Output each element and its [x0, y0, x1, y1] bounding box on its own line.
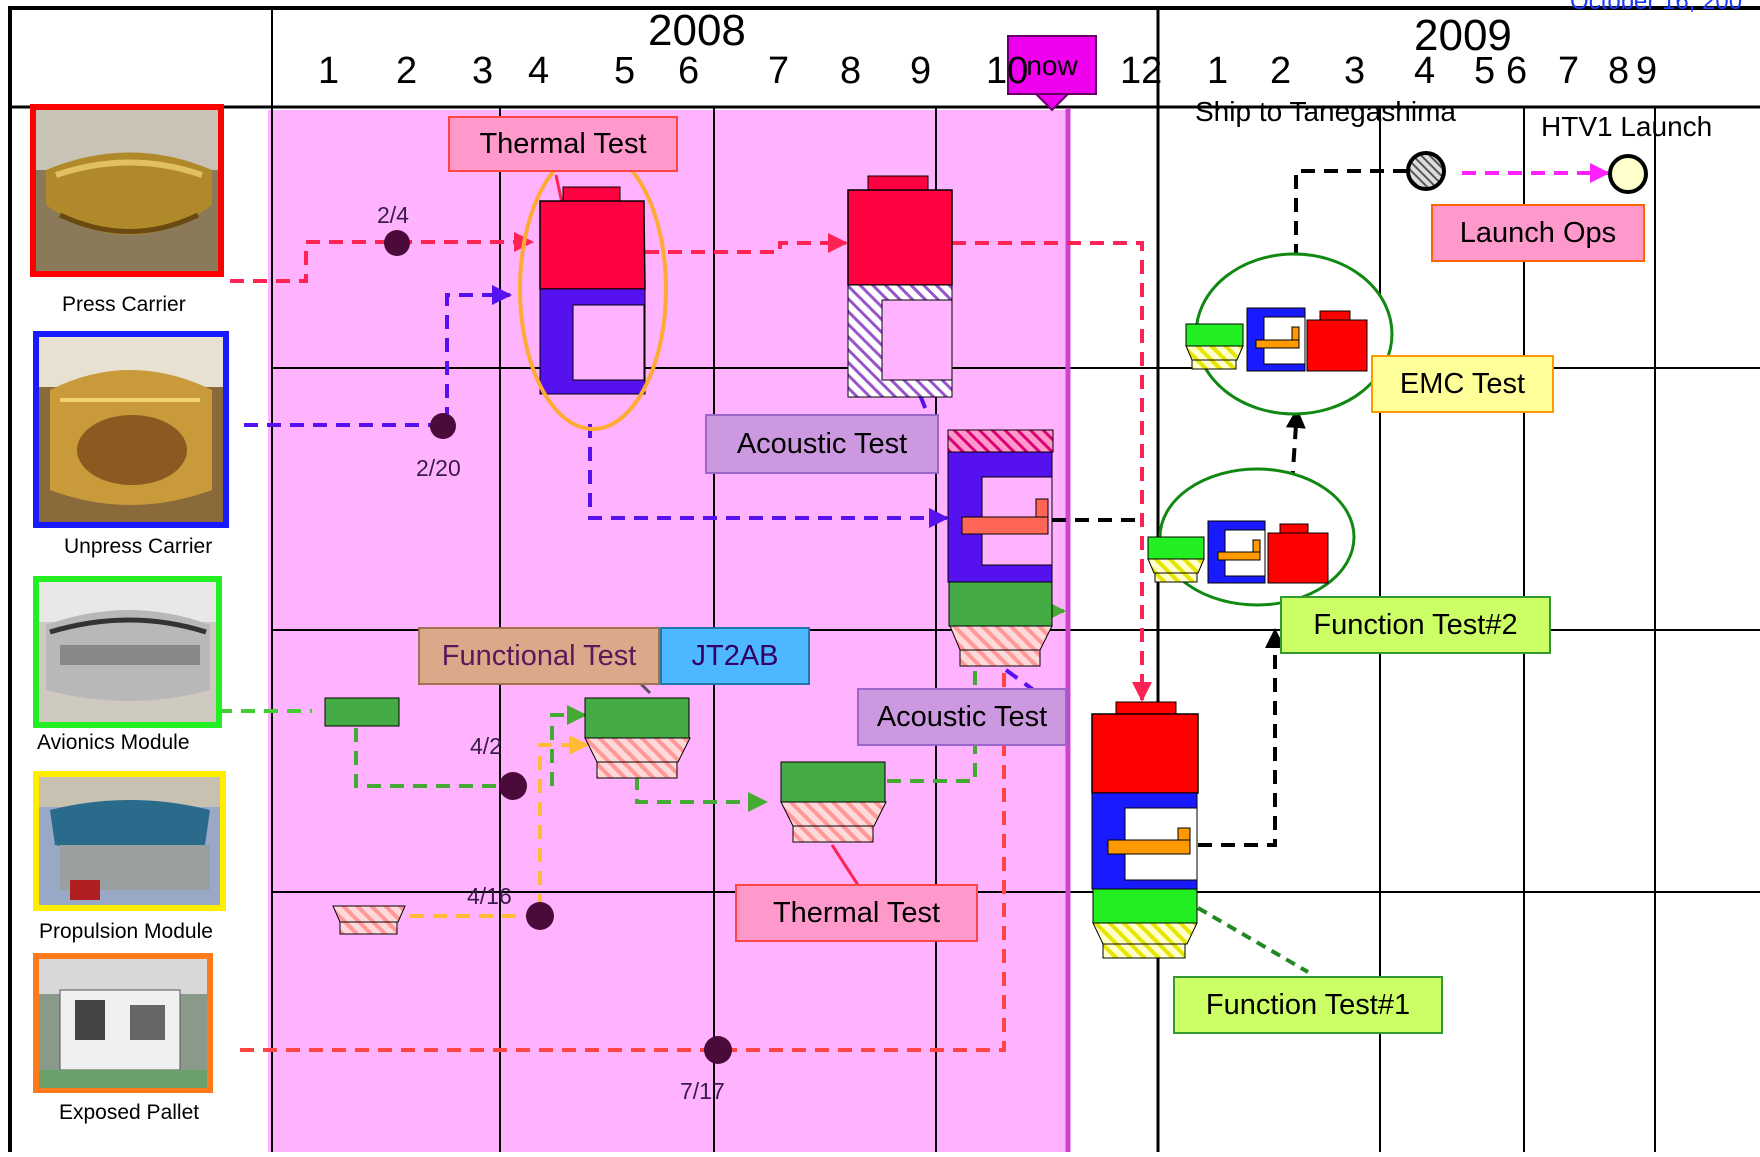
- component-label-avionics: Avionics Module: [37, 731, 190, 755]
- emc-test-box: EMC Test: [1371, 355, 1554, 413]
- month-2008-10: 10: [986, 50, 1028, 93]
- press-carrier-photo: [33, 107, 221, 274]
- month-2008-3: 3: [472, 50, 493, 93]
- launch-ops-box: Launch Ops: [1431, 204, 1645, 262]
- month-2008-1: 1: [318, 50, 339, 93]
- month-2008-8: 8: [840, 50, 861, 93]
- avionics-propulsion-may: [585, 698, 690, 778]
- month-2009-6: 6: [1506, 50, 1527, 93]
- month-2008-6: 6: [678, 50, 699, 93]
- avionics-propulsion-aug: [781, 762, 886, 842]
- function-test-1-box: Function Test#1: [1173, 976, 1443, 1034]
- function-test-2-box: Function Test#2: [1280, 596, 1551, 654]
- month-2009-1: 1: [1207, 50, 1228, 93]
- press-carrier-thermal-stack: [540, 187, 645, 394]
- month-2009-4: 4: [1414, 50, 1435, 93]
- milestone-date-avionics: 4/2: [470, 733, 502, 760]
- month-2008-12: 12: [1120, 50, 1162, 93]
- htv1-launch-label: HTV1 Launch: [1541, 111, 1712, 143]
- jt2ab-box: JT2AB: [660, 627, 810, 685]
- thermal-test-box-bottom: Thermal Test: [735, 884, 978, 942]
- acoustic-stack-upper: [848, 176, 952, 397]
- propulsion-small: [333, 906, 405, 934]
- acoustic-test-box-upper: Acoustic Test: [705, 414, 939, 474]
- exposed-pallet-photo: [36, 956, 210, 1090]
- month-2009-3: 3: [1344, 50, 1365, 93]
- month-2009-5: 5: [1474, 50, 1495, 93]
- propulsion-module-photo: [36, 774, 223, 908]
- ship-to-tanegashima-label: Ship to Tanegashima: [1195, 96, 1456, 128]
- month-2009-7: 7: [1558, 50, 1579, 93]
- unpress-carrier-photo: [36, 334, 226, 525]
- component-label-exposed-pallet: Exposed Pallet: [59, 1101, 199, 1125]
- avionics-module-photo: [36, 579, 219, 725]
- launch-marker: [1610, 156, 1646, 192]
- date-fragment: October 16, 200: [1570, 0, 1742, 16]
- integrated-stack-oct: [948, 430, 1053, 666]
- milestone-date-pallet: 7/17: [680, 1078, 725, 1105]
- functional-test-box: Functional Test: [418, 627, 660, 685]
- month-2009-9: 9: [1636, 50, 1657, 93]
- component-label-unpress-carrier: Unpress Carrier: [64, 535, 212, 559]
- ship-marker: [1408, 153, 1444, 189]
- milestone-date-propulsion: 4/16: [467, 883, 512, 910]
- acoustic-test-box-lower: Acoustic Test: [857, 688, 1067, 746]
- month-2009-2: 2: [1270, 50, 1291, 93]
- month-2008-7: 7: [768, 50, 789, 93]
- milestone-date-press: 2/4: [377, 202, 409, 229]
- now-label: now: [1026, 50, 1078, 81]
- month-2009-8: 8: [1608, 50, 1629, 93]
- month-2008-9: 9: [910, 50, 931, 93]
- milestone-date-unpress: 2/20: [416, 455, 461, 482]
- month-2008-5: 5: [614, 50, 635, 93]
- thermal-test-box-top: Thermal Test: [448, 116, 678, 172]
- component-label-propulsion: Propulsion Module: [39, 920, 213, 944]
- year-2008-label: 2008: [648, 6, 746, 56]
- component-label-press-carrier: Press Carrier: [62, 293, 186, 317]
- month-2008-4: 4: [528, 50, 549, 93]
- full-stack-dec: [1092, 702, 1198, 958]
- month-2008-2: 2: [396, 50, 417, 93]
